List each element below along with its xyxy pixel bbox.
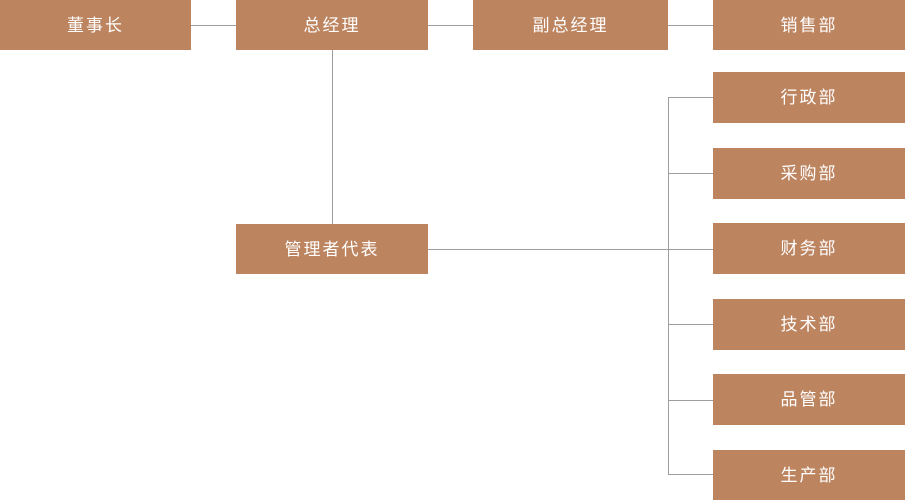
connector-rep-to-spine xyxy=(428,249,713,250)
org-node-purchasing-dept[interactable]: 采购部 xyxy=(713,148,905,199)
connector-gm-to-deputy xyxy=(428,25,473,26)
org-node-technical-dept[interactable]: 技术部 xyxy=(713,299,905,350)
org-node-general-manager[interactable]: 总经理 xyxy=(236,0,428,50)
org-node-deputy-gm[interactable]: 副总经理 xyxy=(473,0,668,50)
org-node-finance-dept[interactable]: 财务部 xyxy=(713,223,905,274)
connector-deputy-to-sales xyxy=(668,25,713,26)
org-node-production-dept[interactable]: 生产部 xyxy=(713,450,905,500)
org-node-chairman[interactable]: 董事长 xyxy=(0,0,191,50)
connector-spine-to-quality xyxy=(668,400,713,401)
connector-spine-to-technical xyxy=(668,324,713,325)
connector-right-spine xyxy=(668,97,669,474)
org-node-sales-dept[interactable]: 销售部 xyxy=(713,0,905,50)
connector-chairman-to-gm xyxy=(191,25,236,26)
connector-spine-to-production xyxy=(668,474,713,475)
connector-spine-to-admin xyxy=(668,97,713,98)
org-node-admin-dept[interactable]: 行政部 xyxy=(713,72,905,123)
connector-gm-trunk-down xyxy=(332,50,333,224)
org-node-management-rep[interactable]: 管理者代表 xyxy=(236,224,428,274)
org-node-quality-dept[interactable]: 品管部 xyxy=(713,374,905,425)
connector-spine-to-purchasing xyxy=(668,173,713,174)
